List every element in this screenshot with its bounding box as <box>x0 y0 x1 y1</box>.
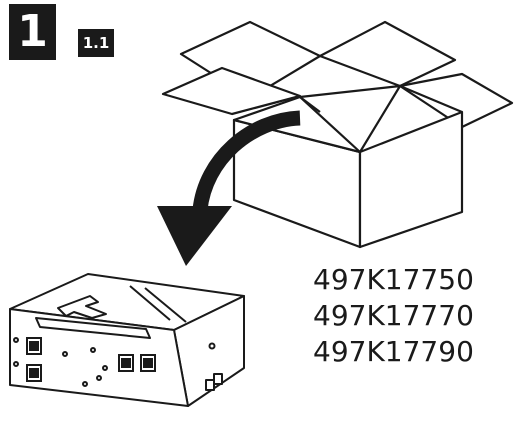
hardware-module-icon <box>9 273 245 407</box>
part-number: 497K17790 <box>313 335 474 368</box>
curved-arrow-icon <box>157 110 301 266</box>
open-box-icon <box>161 20 514 249</box>
part-number: 497K17750 <box>313 263 474 296</box>
part-number-list: 497K17750 497K17770 497K17790 <box>313 262 518 370</box>
module-ports-icon <box>13 337 156 387</box>
part-number: 497K17770 <box>313 299 474 332</box>
substep-number-badge: 1.1 <box>78 29 114 57</box>
step-number-badge: 1 <box>9 4 56 60</box>
